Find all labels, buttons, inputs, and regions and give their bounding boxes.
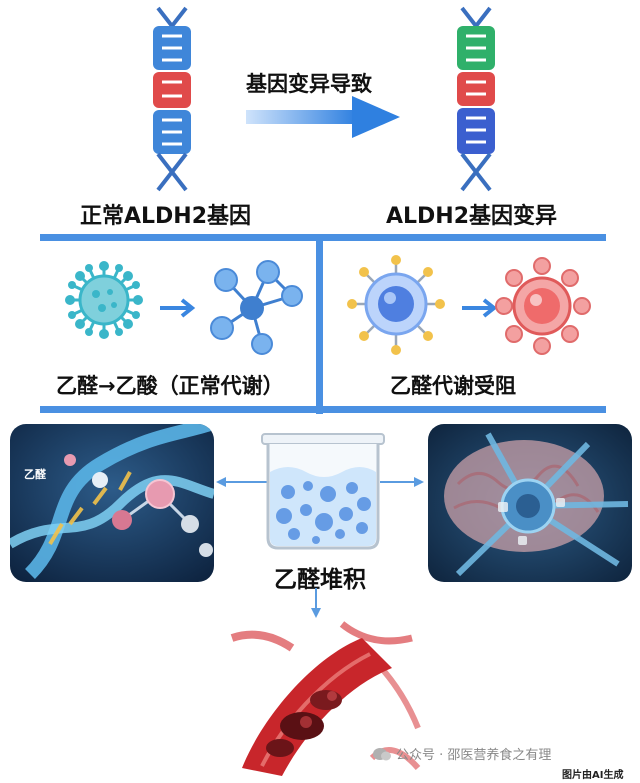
accumulated-cell-icon bbox=[495, 257, 591, 355]
right-impact-arrow-icon bbox=[380, 477, 424, 487]
normal-metabolism-label: 乙醛→乙酸（正常代谢） bbox=[56, 374, 284, 398]
left-conversion-arrow-icon bbox=[160, 298, 196, 318]
brain-neuron-image bbox=[428, 424, 632, 582]
watermark-text: 公众号 · 邵医营养食之有理 bbox=[396, 748, 552, 763]
acetic-acid-molecule-icon bbox=[210, 260, 303, 355]
blocked-metabolism-label: 乙醛代谢受阻 bbox=[390, 374, 516, 398]
beaker-accumulation-icon bbox=[261, 433, 385, 550]
blood-vessel-image bbox=[222, 618, 422, 778]
left-impact-arrow-icon bbox=[216, 477, 270, 487]
variant-dna-icon bbox=[457, 6, 495, 192]
frame-bottom-line bbox=[40, 406, 606, 413]
metabolism-comparison-graphic bbox=[40, 234, 606, 414]
down-impact-arrow-icon bbox=[311, 588, 321, 618]
frame-divider-line bbox=[316, 234, 323, 414]
variant-gene-label: ALDH2基因变异 bbox=[386, 204, 558, 229]
dna-damage-image: 乙醛 bbox=[10, 424, 214, 582]
accumulation-label: 乙醛堆积 bbox=[274, 567, 366, 593]
blocked-cell-icon bbox=[347, 255, 445, 355]
ai-generated-note: 图片由AI生成 bbox=[562, 770, 624, 781]
gene-comparison-graphic bbox=[153, 6, 495, 192]
normal-gene-label: 正常ALDH2基因 bbox=[80, 204, 252, 229]
watermark: 公众号 · 邵医营养食之有理 bbox=[372, 744, 551, 763]
wechat-icon bbox=[373, 747, 391, 760]
normal-dna-icon bbox=[153, 6, 191, 192]
acetaldehyde-particle-icon bbox=[65, 261, 143, 339]
right-blocked-arrow-icon bbox=[462, 298, 498, 318]
right-arrow-icon bbox=[246, 96, 400, 138]
arrow-label: 基因变异导致 bbox=[246, 72, 372, 96]
dna-acetaldehyde-tag: 乙醛 bbox=[24, 468, 46, 481]
